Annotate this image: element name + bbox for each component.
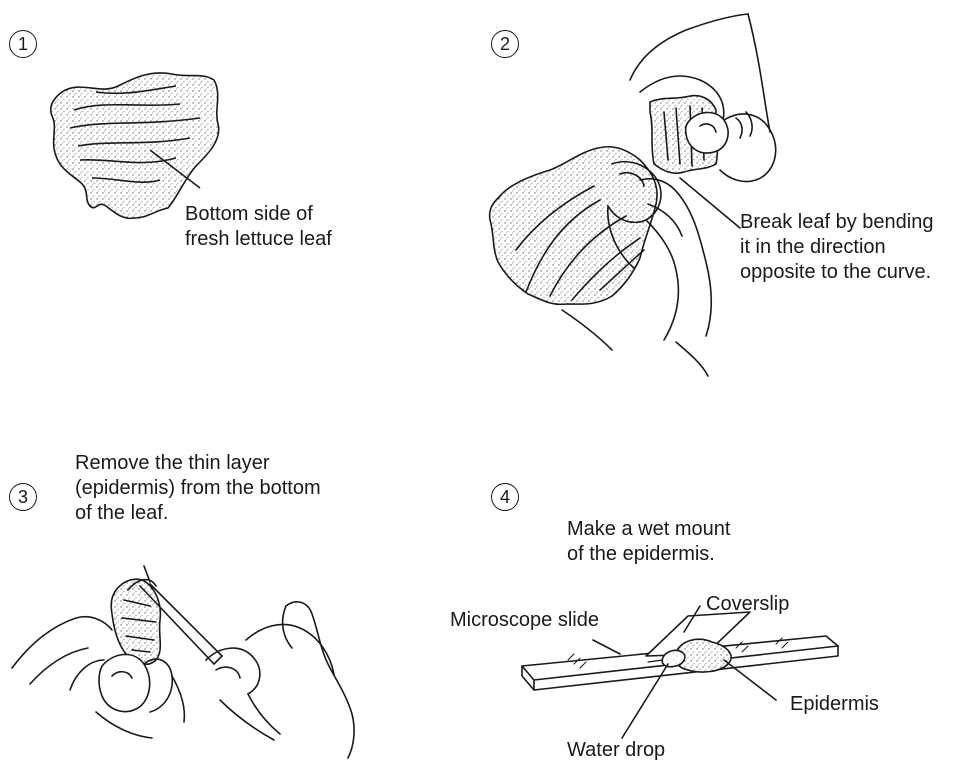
coverslip-label: Coverslip	[706, 592, 789, 617]
step-4-number: 4	[491, 483, 519, 511]
step-3-caption-line: of the leaf.	[75, 501, 321, 526]
step-2-caption-line: Break leaf by bending	[740, 210, 933, 235]
step-1-caption: Bottom side of fresh lettuce leaf	[185, 202, 332, 252]
step2-hands-breaking-leaf	[490, 14, 776, 376]
step3-hands-peeling-epidermis	[12, 566, 354, 758]
step-2-caption: Break leaf by bending it in the directio…	[740, 210, 933, 285]
step-3-number: 3	[9, 483, 37, 511]
step2-pointer-line	[680, 178, 740, 228]
step-3-caption-line: (epidermis) from the bottom	[75, 476, 321, 501]
epidermis-label: Epidermis	[790, 692, 879, 717]
water-drop-label: Water drop	[567, 738, 665, 763]
step-1-caption-line: Bottom side of	[185, 202, 332, 227]
step-2-caption-line: it in the direction	[740, 235, 933, 260]
step-4-caption: Make a wet mount of the epidermis.	[567, 517, 730, 567]
step-1-number: 1	[9, 30, 37, 58]
step-4-caption-line: Make a wet mount	[567, 517, 730, 542]
water-drop-leader-line	[622, 664, 668, 738]
step-3-caption-line: Remove the thin layer	[75, 451, 321, 476]
slide-leader-line	[593, 640, 620, 654]
step-4-caption-line: of the epidermis.	[567, 542, 730, 567]
step-3-caption: Remove the thin layer (epidermis) from t…	[75, 451, 321, 526]
step1-lettuce-leaf	[51, 73, 219, 218]
microscope-slide-label: Microscope slide	[450, 608, 599, 633]
step-1-caption-line: fresh lettuce leaf	[185, 227, 332, 252]
step-2-number: 2	[491, 30, 519, 58]
step-2-caption-line: opposite to the curve.	[740, 260, 933, 285]
